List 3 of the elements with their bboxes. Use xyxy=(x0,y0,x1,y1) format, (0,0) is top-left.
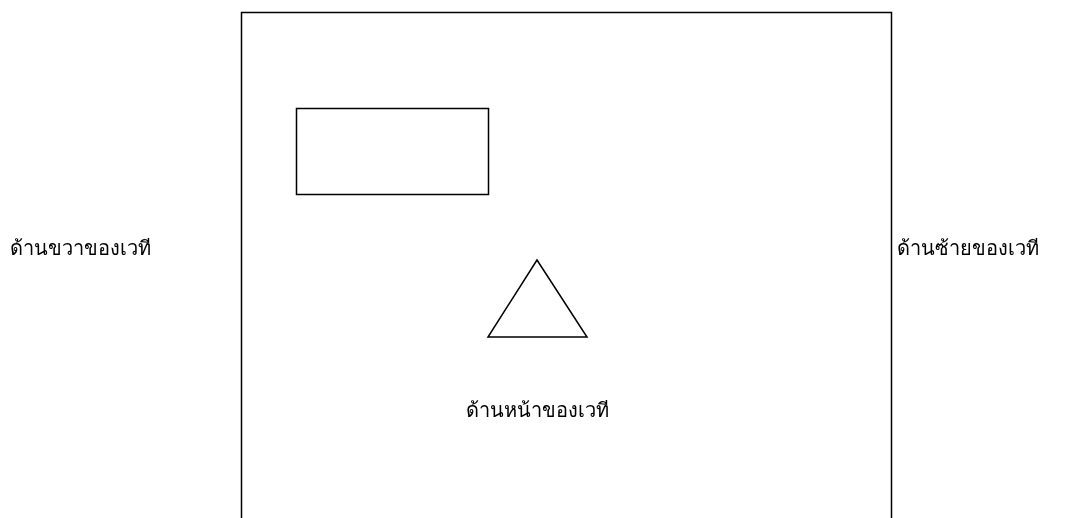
side-label: ด้านซ้ายของเวที xyxy=(897,236,1039,260)
side-label: ด้านหน้าของเวที xyxy=(465,398,609,422)
side-label: ด้านขวาของเวที xyxy=(10,236,151,260)
